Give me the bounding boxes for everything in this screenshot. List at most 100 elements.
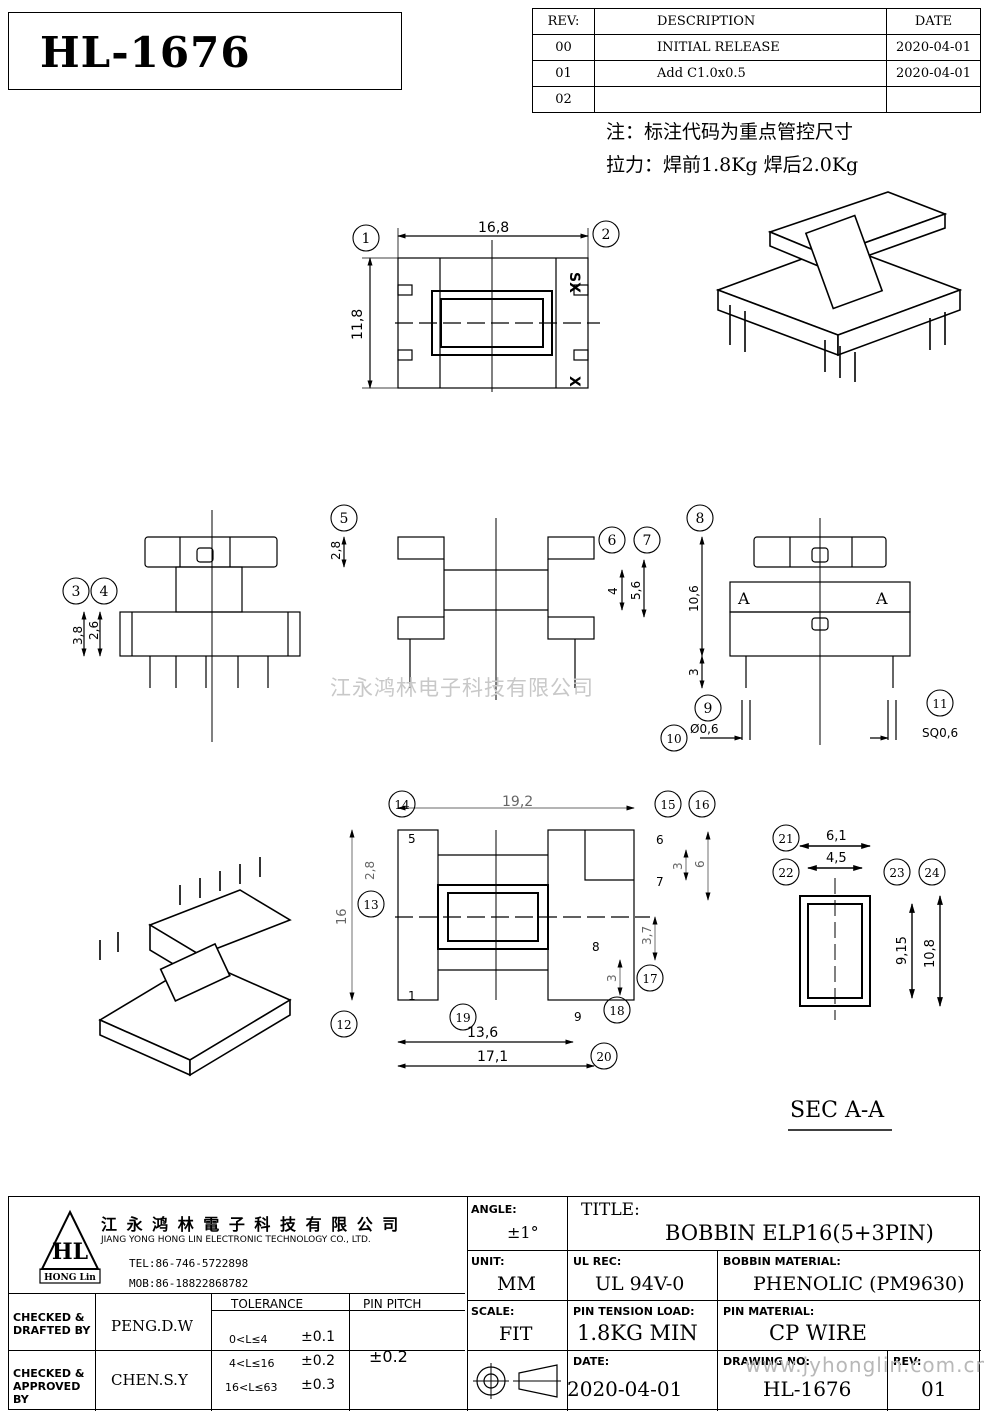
dim-front-a: 2,8 — [329, 541, 343, 560]
scale-value: FIT — [499, 1323, 533, 1345]
dim-bottom-f: 3,7 — [640, 926, 654, 945]
dim-side-b: 3,8 — [71, 626, 85, 645]
mark-x: X — [566, 376, 582, 387]
marker-18: 18 — [609, 1004, 624, 1018]
company-name-en: JIANG YONG HONG LIN ELECTRONIC TECHNOLOG… — [101, 1235, 371, 1245]
marker-circles — [62, 220, 954, 1070]
angle-label: ANGLE: — [471, 1203, 517, 1216]
dim-front-c: 5,6 — [629, 581, 643, 600]
tolerance-range: 4<L≤16 — [229, 1357, 275, 1370]
revision-row: 02 — [532, 86, 981, 113]
description-cell — [594, 86, 887, 113]
angle-value: ±1° — [507, 1223, 539, 1242]
marker-24: 24 — [924, 866, 940, 880]
drawing-no-label: DRAWING NO: — [723, 1355, 810, 1368]
revision-row: 00 INITIAL RELEASE 2020-04-01 — [532, 34, 981, 61]
marker-2: 2 — [602, 227, 611, 243]
drawing-no-value: HL-1676 — [763, 1377, 852, 1401]
dim-pin-dia: Ø0,6 — [690, 722, 719, 736]
dim-sec-h2: 10,8 — [923, 939, 938, 968]
side-view — [81, 510, 301, 742]
pin-material-label: PIN MATERIAL: — [723, 1305, 815, 1318]
marker-7: 7 — [643, 533, 652, 549]
website-watermark: www.jyhonglin.com.cn — [745, 1353, 984, 1377]
checked-drafted-value: PENG.D.W — [111, 1317, 194, 1335]
marker-11: 11 — [932, 697, 947, 711]
ul-rec-value: UL 94V-0 — [595, 1273, 685, 1295]
company-tel: TEL:86-746-5722898 — [129, 1257, 249, 1270]
front-view — [341, 518, 647, 700]
rev-cell: 02 — [532, 86, 595, 113]
dim-bottom-height: 16 — [335, 908, 350, 925]
company-name-cn: 江 永 鸿 林 電 子 科 技 有 限 公 司 — [101, 1215, 401, 1234]
date-cell: 2020-04-01 — [886, 60, 981, 87]
marker-19: 19 — [455, 1011, 470, 1025]
marker-15: 15 — [660, 798, 675, 812]
checked-approved-label: CHECKED & APPROVED BY — [13, 1367, 85, 1406]
marker-17: 17 — [642, 972, 657, 986]
dim-end-b: 3 — [687, 668, 701, 676]
dim-bottom-g: 3 — [605, 974, 619, 982]
date-cell: 2020-04-01 — [886, 34, 981, 61]
top-view — [362, 228, 600, 392]
title-block: HL HONG Lin 江 永 鸿 林 電 子 科 技 有 限 公 司 JIAN… — [8, 1196, 984, 1411]
checked-approved-value: CHEN.S.Y — [111, 1371, 188, 1389]
dim-front-b: 4 — [606, 587, 620, 595]
pin-pitch-label: PIN PITCH — [363, 1297, 422, 1311]
part-number-box — [8, 12, 402, 90]
date-label: DATE: — [573, 1355, 610, 1368]
title-label: TITLE: — [581, 1200, 640, 1220]
unit-label: UNIT: — [471, 1255, 505, 1268]
scale-label: SCALE: — [471, 1305, 515, 1318]
dim-sec-w2: 4,5 — [826, 851, 847, 866]
company-mob: MOB:86-18822868782 — [129, 1277, 249, 1290]
drawing-canvas: 16,8 11,8 SX X 2,6 3 — [62, 191, 963, 1131]
marker-1: 1 — [362, 231, 371, 247]
dim-bottom-w1: 13,6 — [467, 1025, 498, 1041]
date-value: 2020-04-01 — [567, 1377, 683, 1401]
date-cell — [886, 86, 981, 113]
note-line-2: 拉力：焊前1.8Kg 焊后2.0Kg — [606, 154, 859, 176]
revision-row: 01 Add C1.0x0.5 2020-04-01 — [532, 60, 981, 87]
pin-number-5: 5 — [408, 832, 416, 846]
tolerance-range: 16<L≤63 — [225, 1381, 278, 1394]
revision-table: REV: DESCRIPTION DATE 00 INITIAL RELEASE… — [532, 8, 981, 113]
dim-sec-w1: 6,1 — [826, 829, 847, 844]
logo-sub-text: HONG Lin — [44, 1273, 96, 1283]
marker-9: 9 — [704, 701, 713, 717]
dim-end-a: 10,6 — [687, 585, 701, 612]
marker-4: 4 — [100, 584, 109, 600]
watermark: 江永鸿林电子科技有限公司 — [330, 676, 594, 700]
isometric-view-top — [715, 191, 963, 382]
bobbin-material-label: BOBBIN MATERIAL: — [723, 1255, 841, 1268]
dim-top-width: 16,8 — [478, 220, 509, 236]
note-line-1: 注：标注代码为重点管控尺寸 — [606, 121, 854, 143]
company-logo: HL HONG Lin — [39, 1209, 101, 1284]
marker-6: 6 — [608, 533, 617, 549]
pin-tension-value: 1.8KG MIN — [577, 1321, 698, 1345]
checked-drafted-label: CHECKED & DRAFTED BY — [13, 1311, 91, 1337]
bottom-view — [349, 805, 711, 1069]
section-view — [788, 843, 943, 1131]
dim-bottom-c: 2,8 — [363, 861, 377, 880]
end-view — [699, 518, 911, 745]
pin-number-1: 1 — [408, 989, 416, 1003]
dim-pin-sq: SQ0,6 — [922, 726, 958, 740]
logo-text: HL — [52, 1239, 88, 1265]
dim-bottom-length: 19,2 — [502, 794, 533, 810]
dim-sec-h1: 9,15 — [895, 936, 910, 965]
rev-label: REV: — [893, 1355, 922, 1368]
marker-12: 12 — [336, 1018, 351, 1032]
tolerance-label: TOLERANCE — [231, 1297, 304, 1311]
tolerance-value: ±0.2 — [301, 1353, 335, 1369]
marker-13: 13 — [363, 898, 378, 912]
marker-5: 5 — [340, 511, 349, 527]
rev-value: 01 — [921, 1377, 947, 1401]
isometric-view-bottom — [98, 857, 292, 1077]
mark-sx: SX — [566, 272, 582, 293]
tolerance-range: 0<L≤4 — [229, 1333, 268, 1346]
section-label: SEC A-A — [790, 1098, 885, 1123]
pin-material-value: CP WIRE — [769, 1321, 867, 1345]
unit-value: MM — [497, 1273, 536, 1295]
ul-rec-label: UL REC: — [573, 1255, 622, 1268]
